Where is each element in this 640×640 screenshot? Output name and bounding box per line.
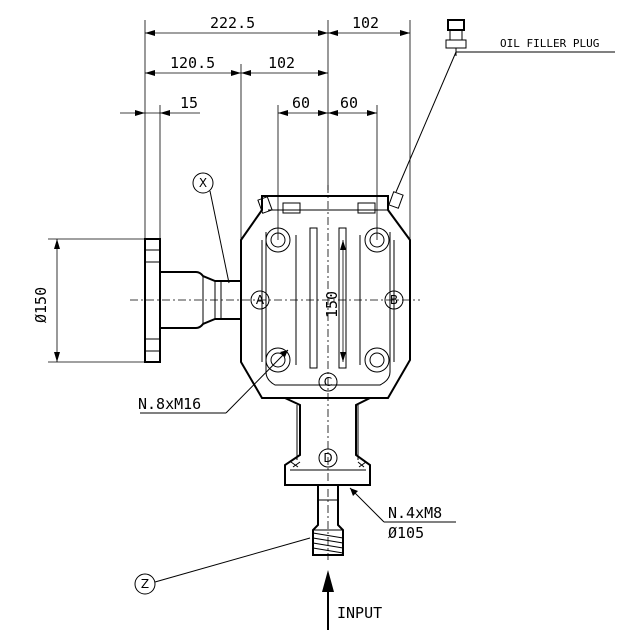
- input-diameter-label: Ø105: [388, 524, 424, 542]
- callout-x: [192, 172, 230, 284]
- dim-center-offset: 102: [268, 54, 295, 72]
- input-label: INPUT: [337, 604, 382, 622]
- housing-bolts: [265, 227, 390, 373]
- dim-flange-thickness: 15: [180, 94, 198, 112]
- callout-a: [250, 290, 270, 310]
- bolts-main-label: N.8xM16: [138, 395, 201, 413]
- bolts-input-label: N.4xM8: [388, 504, 442, 522]
- dim-bolt-right: 60: [340, 94, 358, 112]
- center-lines: [130, 185, 420, 560]
- oil-filler-fitting: [257, 191, 404, 214]
- callout-b: [384, 290, 404, 310]
- input-arrow-icon: [322, 570, 334, 630]
- callout-b-label: B: [390, 293, 398, 307]
- dim-body-height-line: [340, 240, 346, 362]
- gearbox-housing: [240, 195, 411, 399]
- dimension-lines-top: [120, 20, 411, 285]
- oil-filler-label: OIL FILLER PLUG: [500, 37, 599, 50]
- dim-overall-width: 222.5: [210, 14, 255, 32]
- bolts-main-leader: [140, 349, 289, 414]
- callout-z-label: Z: [141, 577, 149, 591]
- callout-c: [318, 372, 338, 392]
- dim-body-height: 150: [323, 291, 341, 318]
- output-flange: [144, 238, 161, 363]
- callout-c-label: C: [324, 375, 332, 389]
- lower-housing: [284, 397, 371, 486]
- callout-z: [134, 537, 311, 595]
- callout-d: [318, 448, 338, 468]
- oil-filler-plug-icon: [445, 19, 467, 56]
- callout-x-label: X: [199, 176, 207, 190]
- oil-filler-leader: [395, 51, 615, 193]
- callout-a-label: A: [256, 293, 265, 307]
- output-shaft: [160, 271, 241, 329]
- bolts-input-leader: [349, 487, 456, 523]
- dim-left-offset: 120.5: [170, 54, 215, 72]
- dim-bolt-left: 60: [292, 94, 310, 112]
- dim-right-width: 102: [352, 14, 379, 32]
- dim-flange-diameter-line: [48, 238, 145, 363]
- dim-flange-diameter: Ø150: [32, 287, 50, 323]
- input-shaft: [312, 485, 344, 556]
- callout-d-label: D: [323, 451, 332, 465]
